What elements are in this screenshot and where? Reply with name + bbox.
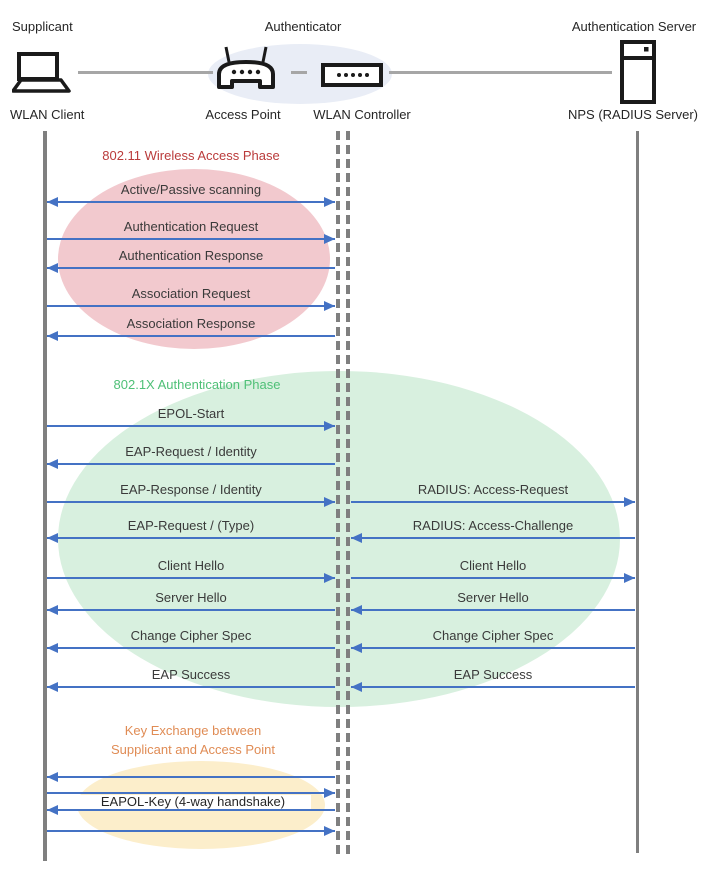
message-arrowhead-right xyxy=(624,573,635,583)
message-label: EAP Success xyxy=(151,667,231,682)
link-ap-controller xyxy=(291,71,307,74)
message-line xyxy=(351,686,635,688)
server-icon xyxy=(620,40,656,104)
lifeline-authenticator-right xyxy=(346,131,350,856)
device-label-wlan-client: WLAN Client xyxy=(10,107,85,122)
message-line xyxy=(351,609,635,611)
message-arrowhead-left xyxy=(351,605,362,615)
link-controller-server xyxy=(389,71,612,74)
lifeline-authenticator-left xyxy=(336,131,340,856)
message-line xyxy=(47,792,335,794)
lifeline-wlan-client xyxy=(43,131,47,861)
phase-title-wireless-access: 802.11 Wireless Access Phase xyxy=(102,148,280,163)
message-label: Change Cipher Spec xyxy=(130,628,252,643)
message-label: Client Hello xyxy=(157,558,225,573)
role-authenticator: Authenticator xyxy=(264,19,342,34)
message-arrowhead-right xyxy=(624,497,635,507)
message-arrowhead-left xyxy=(47,643,58,653)
message-arrowhead-left xyxy=(47,331,58,341)
device-label-nps: NPS (RADIUS Server) xyxy=(567,107,699,122)
message-arrowhead-left xyxy=(47,263,58,273)
message-arrowhead-right xyxy=(324,234,335,244)
phase-title-dot1x-authentication: 802.1X Authentication Phase xyxy=(113,377,281,392)
message-label: Authentication Response xyxy=(118,248,264,263)
wlan-controller-icon xyxy=(321,63,383,87)
message-line xyxy=(47,267,335,269)
message-line xyxy=(47,201,335,203)
message-arrowhead-left xyxy=(47,682,58,692)
message-label: Server Hello xyxy=(155,590,227,605)
message-label: RADIUS: Access-Challenge xyxy=(412,518,574,533)
message-label: EPOL-Start xyxy=(157,406,225,421)
message-arrowhead-left xyxy=(47,197,58,207)
role-authentication-server: Authentication Server xyxy=(571,19,697,34)
message-label: EAP Success xyxy=(453,667,533,682)
message-arrowhead-left xyxy=(351,682,362,692)
message-arrowhead-right xyxy=(324,421,335,431)
message-label: Server Hello xyxy=(457,590,529,605)
message-line xyxy=(47,238,335,240)
message-label: EAP-Response / Identity xyxy=(120,482,262,497)
message-line xyxy=(47,335,335,337)
message-arrowhead-left xyxy=(47,772,58,782)
message-line xyxy=(47,577,335,579)
message-arrowhead-left xyxy=(351,533,362,543)
message-arrowhead-left xyxy=(47,805,58,815)
message-line xyxy=(351,647,635,649)
message-arrowhead-right xyxy=(324,197,335,207)
message-arrowhead-right xyxy=(324,573,335,583)
message-line xyxy=(351,501,635,503)
message-label: Change Cipher Spec xyxy=(432,628,554,643)
phase-title-key-exchange: Key Exchange between Supplicant and Acce… xyxy=(110,723,276,757)
message-line xyxy=(47,425,335,427)
message-line xyxy=(47,830,335,832)
message-arrowhead-left xyxy=(351,643,362,653)
message-arrowhead-right xyxy=(324,301,335,311)
message-line xyxy=(47,305,335,307)
message-line xyxy=(47,609,335,611)
wireless-access-phase-ellipse xyxy=(58,169,330,349)
message-line xyxy=(47,776,335,778)
message-line xyxy=(47,809,335,811)
message-label: Client Hello xyxy=(459,558,527,573)
message-label: EAP-Request / (Type) xyxy=(127,518,255,533)
device-label-wlan-controller: WLAN Controller xyxy=(313,107,411,122)
message-label: Association Request xyxy=(131,286,251,301)
message-arrowhead-right xyxy=(324,788,335,798)
message-line xyxy=(351,577,635,579)
message-arrowhead-right xyxy=(324,826,335,836)
message-label: Active/Passive scanning xyxy=(120,182,262,197)
message-line xyxy=(351,537,635,539)
message-line xyxy=(47,501,335,503)
message-line xyxy=(47,463,335,465)
message-line xyxy=(47,537,335,539)
message-label: Authentication Request xyxy=(123,219,259,234)
lifeline-nps xyxy=(636,131,639,853)
laptop-icon xyxy=(11,52,74,94)
message-line xyxy=(47,686,335,688)
access-point-icon xyxy=(215,45,277,95)
device-label-access-point: Access Point xyxy=(205,107,281,122)
message-arrowhead-left xyxy=(47,605,58,615)
message-label: EAP-Request / Identity xyxy=(125,444,257,459)
message-arrowhead-right xyxy=(324,497,335,507)
eapol-key-label: EAPOL-Key (4-way handshake) xyxy=(75,795,311,809)
message-label: Association Response xyxy=(126,316,256,331)
message-arrowhead-left xyxy=(47,533,58,543)
message-label: RADIUS: Access-Request xyxy=(417,482,569,497)
message-arrowhead-left xyxy=(47,459,58,469)
link-client-ap xyxy=(78,71,213,74)
role-supplicant: Supplicant xyxy=(12,19,73,34)
message-line xyxy=(47,647,335,649)
